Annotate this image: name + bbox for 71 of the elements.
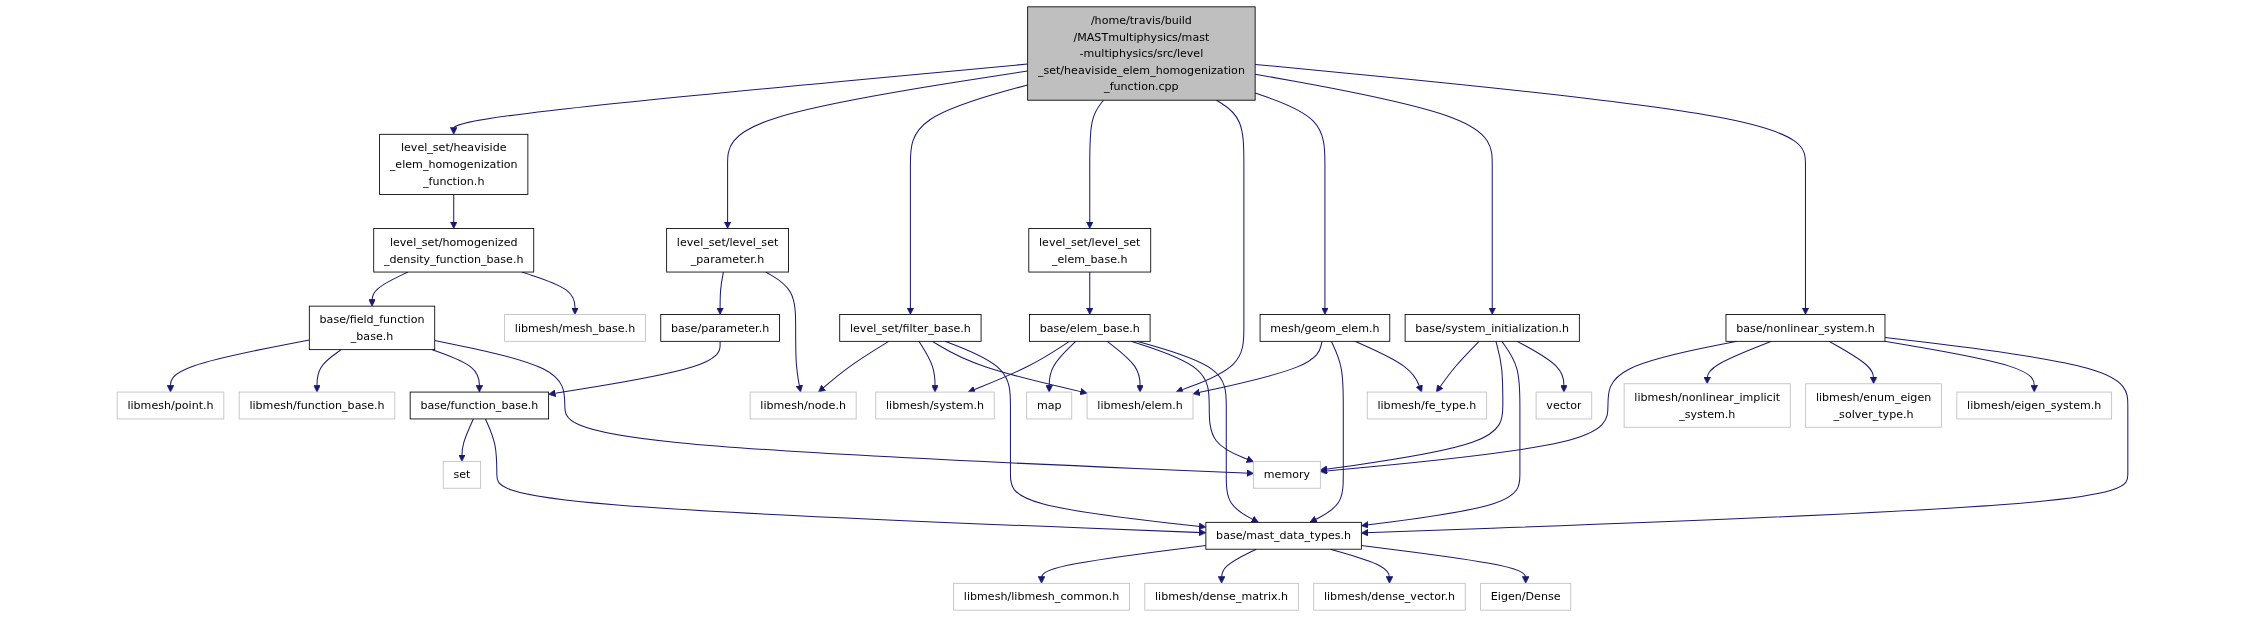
node-box: libmesh/mesh_base.h — [504, 314, 646, 342]
arrow — [1217, 548, 1257, 584]
arrow — [450, 193, 458, 229]
node-box: base/parameter.h — [660, 314, 780, 342]
node-box: base/field_function _base.h — [308, 305, 436, 351]
arrow — [1703, 340, 1772, 385]
node-box: libmesh/libmesh_common.h — [953, 582, 1130, 611]
arrow — [918, 340, 939, 393]
node-box: vector — [1535, 391, 1593, 420]
arrow — [434, 340, 1254, 477]
arrow — [1354, 340, 1423, 393]
arrow — [484, 418, 1207, 537]
arrow — [967, 340, 1070, 393]
node-box: libmesh/dense_vector.h — [1313, 582, 1466, 611]
arrow — [1037, 545, 1207, 584]
arrow — [1106, 340, 1144, 393]
arrow — [1045, 340, 1077, 393]
arrow — [818, 340, 890, 393]
arrow — [1884, 340, 2038, 393]
arrow — [1436, 340, 1480, 393]
arrow — [458, 418, 474, 462]
node-box: base/system_initialization.h — [1404, 314, 1580, 342]
node-box: libmesh/system.h — [875, 391, 995, 420]
arrow — [431, 349, 484, 393]
arrow — [450, 63, 1029, 135]
node-box: level_set/level_set _elem_base.h — [1028, 228, 1152, 273]
arrow — [548, 340, 721, 397]
node-box: libmesh/enum_eigen _solver_type.h — [1805, 383, 1942, 428]
arrow — [1254, 63, 1810, 315]
arrow — [1175, 99, 1245, 394]
arrow — [1309, 340, 1344, 523]
arrow — [765, 271, 803, 393]
arrow — [313, 349, 342, 393]
node-box: /home/travis/build /MASTmultiphysics/mast -multiphysics/src/level _set/heaviside_elem_homogenization _function.cpp — [1027, 6, 1256, 101]
node-box: libmesh/elem.h — [1086, 391, 1194, 420]
arrow — [716, 271, 724, 315]
arrow — [1828, 340, 1878, 385]
arrow — [166, 339, 310, 393]
node-box: libmesh/node.h — [749, 391, 857, 420]
node-box: libmesh/fe_type.h — [1366, 391, 1488, 420]
node-box: mesh/geom_elem.h — [1259, 314, 1391, 342]
node-box: level_set/homogenized _density_function_base.h — [373, 228, 535, 273]
arrow — [1254, 73, 1496, 315]
arrow — [1361, 336, 2129, 537]
node-box: libmesh/function_base.h — [238, 391, 396, 420]
node-box: level_set/level_set _parameter.h — [666, 228, 789, 273]
node-box: libmesh/dense_matrix.h — [1144, 582, 1299, 611]
node-box: base/function_base.h — [409, 391, 550, 420]
arrow — [906, 84, 1029, 315]
arrow — [723, 70, 1029, 229]
arrow — [1086, 271, 1094, 315]
node-box: libmesh/nonlinear_implicit _system.h — [1623, 383, 1791, 428]
node-box: level_set/heaviside _elem_homogenization _function.h — [379, 133, 529, 195]
node-box: base/elem_base.h — [1029, 314, 1151, 342]
arrow — [1360, 545, 1530, 584]
arrow — [1361, 340, 1521, 529]
node-box: memory — [1253, 460, 1321, 489]
arrow — [1254, 92, 1329, 315]
node-box: Eigen/Dense — [1480, 582, 1572, 611]
node-box: set — [442, 460, 482, 489]
arrow — [931, 340, 1088, 396]
node-box: level_set/filter_base.h — [839, 314, 982, 342]
node-box: map — [1026, 391, 1073, 420]
arrow — [1192, 340, 1323, 397]
node-box: base/nonlinear_system.h — [1725, 314, 1886, 342]
node-box: base/mast_data_types.h — [1205, 521, 1362, 550]
node-box: libmesh/eigen_system.h — [1956, 391, 2113, 420]
arrow — [1516, 340, 1568, 393]
arrow — [1320, 340, 1504, 473]
node-box: libmesh/point.h — [116, 391, 225, 420]
arrow — [1086, 99, 1105, 229]
